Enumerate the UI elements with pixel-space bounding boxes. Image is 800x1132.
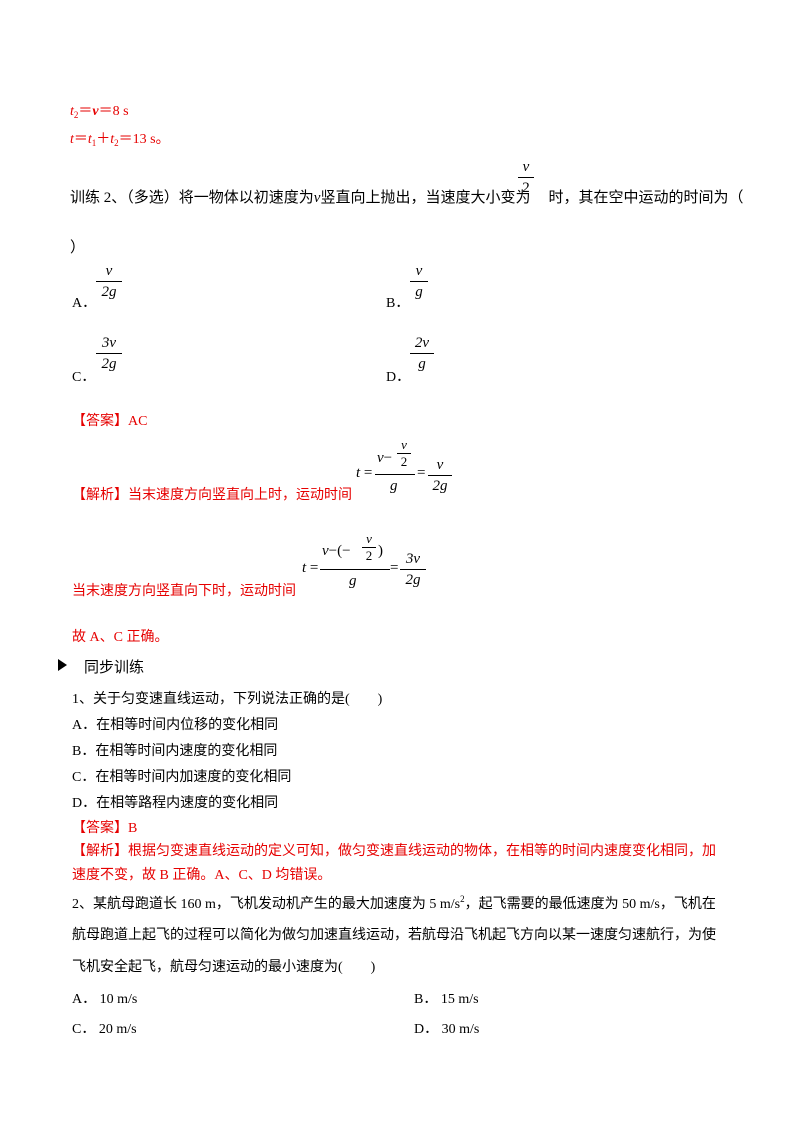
eq2-main-bar bbox=[320, 569, 390, 570]
eq2-paren: ) bbox=[378, 543, 383, 559]
q2-option-b: B． 15 m/s bbox=[414, 992, 479, 1007]
q2-option-d: D． 30 m/s bbox=[414, 1022, 480, 1037]
q1-option-a: A．在相等时间内位移的变化相同 bbox=[72, 718, 279, 733]
question-stem-close: ） bbox=[70, 240, 86, 256]
eq1-t: t = bbox=[356, 465, 373, 481]
eq1-denominator: g bbox=[390, 478, 398, 494]
q2-stem-line1: 2、某航母跑道长 160 m，飞机发动机产生的最大加速度为 5 m/s2，起飞需… bbox=[72, 894, 716, 912]
q2-option-a: A． 10 m/s bbox=[72, 992, 138, 1007]
eq1-equals: = bbox=[417, 465, 426, 481]
eq2-t: t = bbox=[302, 560, 319, 576]
analysis-down: 当末速度方向竖直向下时，运动时间 bbox=[72, 584, 296, 599]
option-a-label: A． bbox=[72, 296, 97, 311]
option-c-label: C． bbox=[72, 370, 96, 385]
q1-option-b: B．在相等时间内速度的变化相同 bbox=[72, 744, 278, 759]
option-b-label: B． bbox=[386, 296, 410, 311]
answer-training2: 【答案】AC bbox=[72, 414, 148, 429]
solution-line-t2: t2＝v＝8 s bbox=[70, 104, 129, 120]
solution-line-total: t＝t1＋t2＝13 s。 bbox=[70, 132, 170, 148]
q2-option-c: C． 20 m/s bbox=[72, 1022, 137, 1037]
q1-option-c: C．在相等时间内加速度的变化相同 bbox=[72, 770, 292, 785]
q1-stem: 1、关于匀变速直线运动，下列说法正确的是( ) bbox=[72, 692, 383, 707]
q1-analysis-line2: 速度不变，故 B 正确。A、C、D 均错误。 bbox=[72, 868, 332, 883]
eq1-numerator: v− bbox=[377, 450, 393, 466]
q1-option-d: D．在相等路程内速度的变化相同 bbox=[72, 796, 279, 811]
analysis-up: 【解析】当末速度方向竖直向上时，运动时间 bbox=[72, 488, 352, 503]
eq1-main-bar bbox=[375, 474, 415, 475]
q2-stem-line2: 航母跑道上起飞的过程可以简化为做匀加速直线运动，若航母沿飞机起飞方向以某一速度匀… bbox=[72, 928, 716, 943]
q2-stem-line3: 飞机安全起飞，航母匀速运动的最小速度为( ) bbox=[72, 960, 376, 975]
eq2-numerator: v−(− bbox=[322, 543, 351, 559]
question-stem: 训练 2、（多选）将一物体以初速度为v竖直向上抛出，当速度大小变为时，其在空中运… bbox=[70, 190, 744, 206]
eq2-denominator: g bbox=[349, 573, 357, 589]
arrow-bullet-icon bbox=[58, 659, 67, 671]
eq2-equals: = bbox=[390, 560, 399, 576]
q1-analysis-line1: 【解析】根据匀变速直线运动的定义可知，做匀变速直线运动的物体，在相等的时间内速度… bbox=[72, 844, 716, 859]
q1-answer: 【答案】B bbox=[72, 821, 138, 836]
section-title: 同步训练 bbox=[84, 660, 145, 676]
option-d-label: D． bbox=[386, 370, 411, 385]
conclusion: 故 A、C 正确。 bbox=[72, 630, 169, 645]
